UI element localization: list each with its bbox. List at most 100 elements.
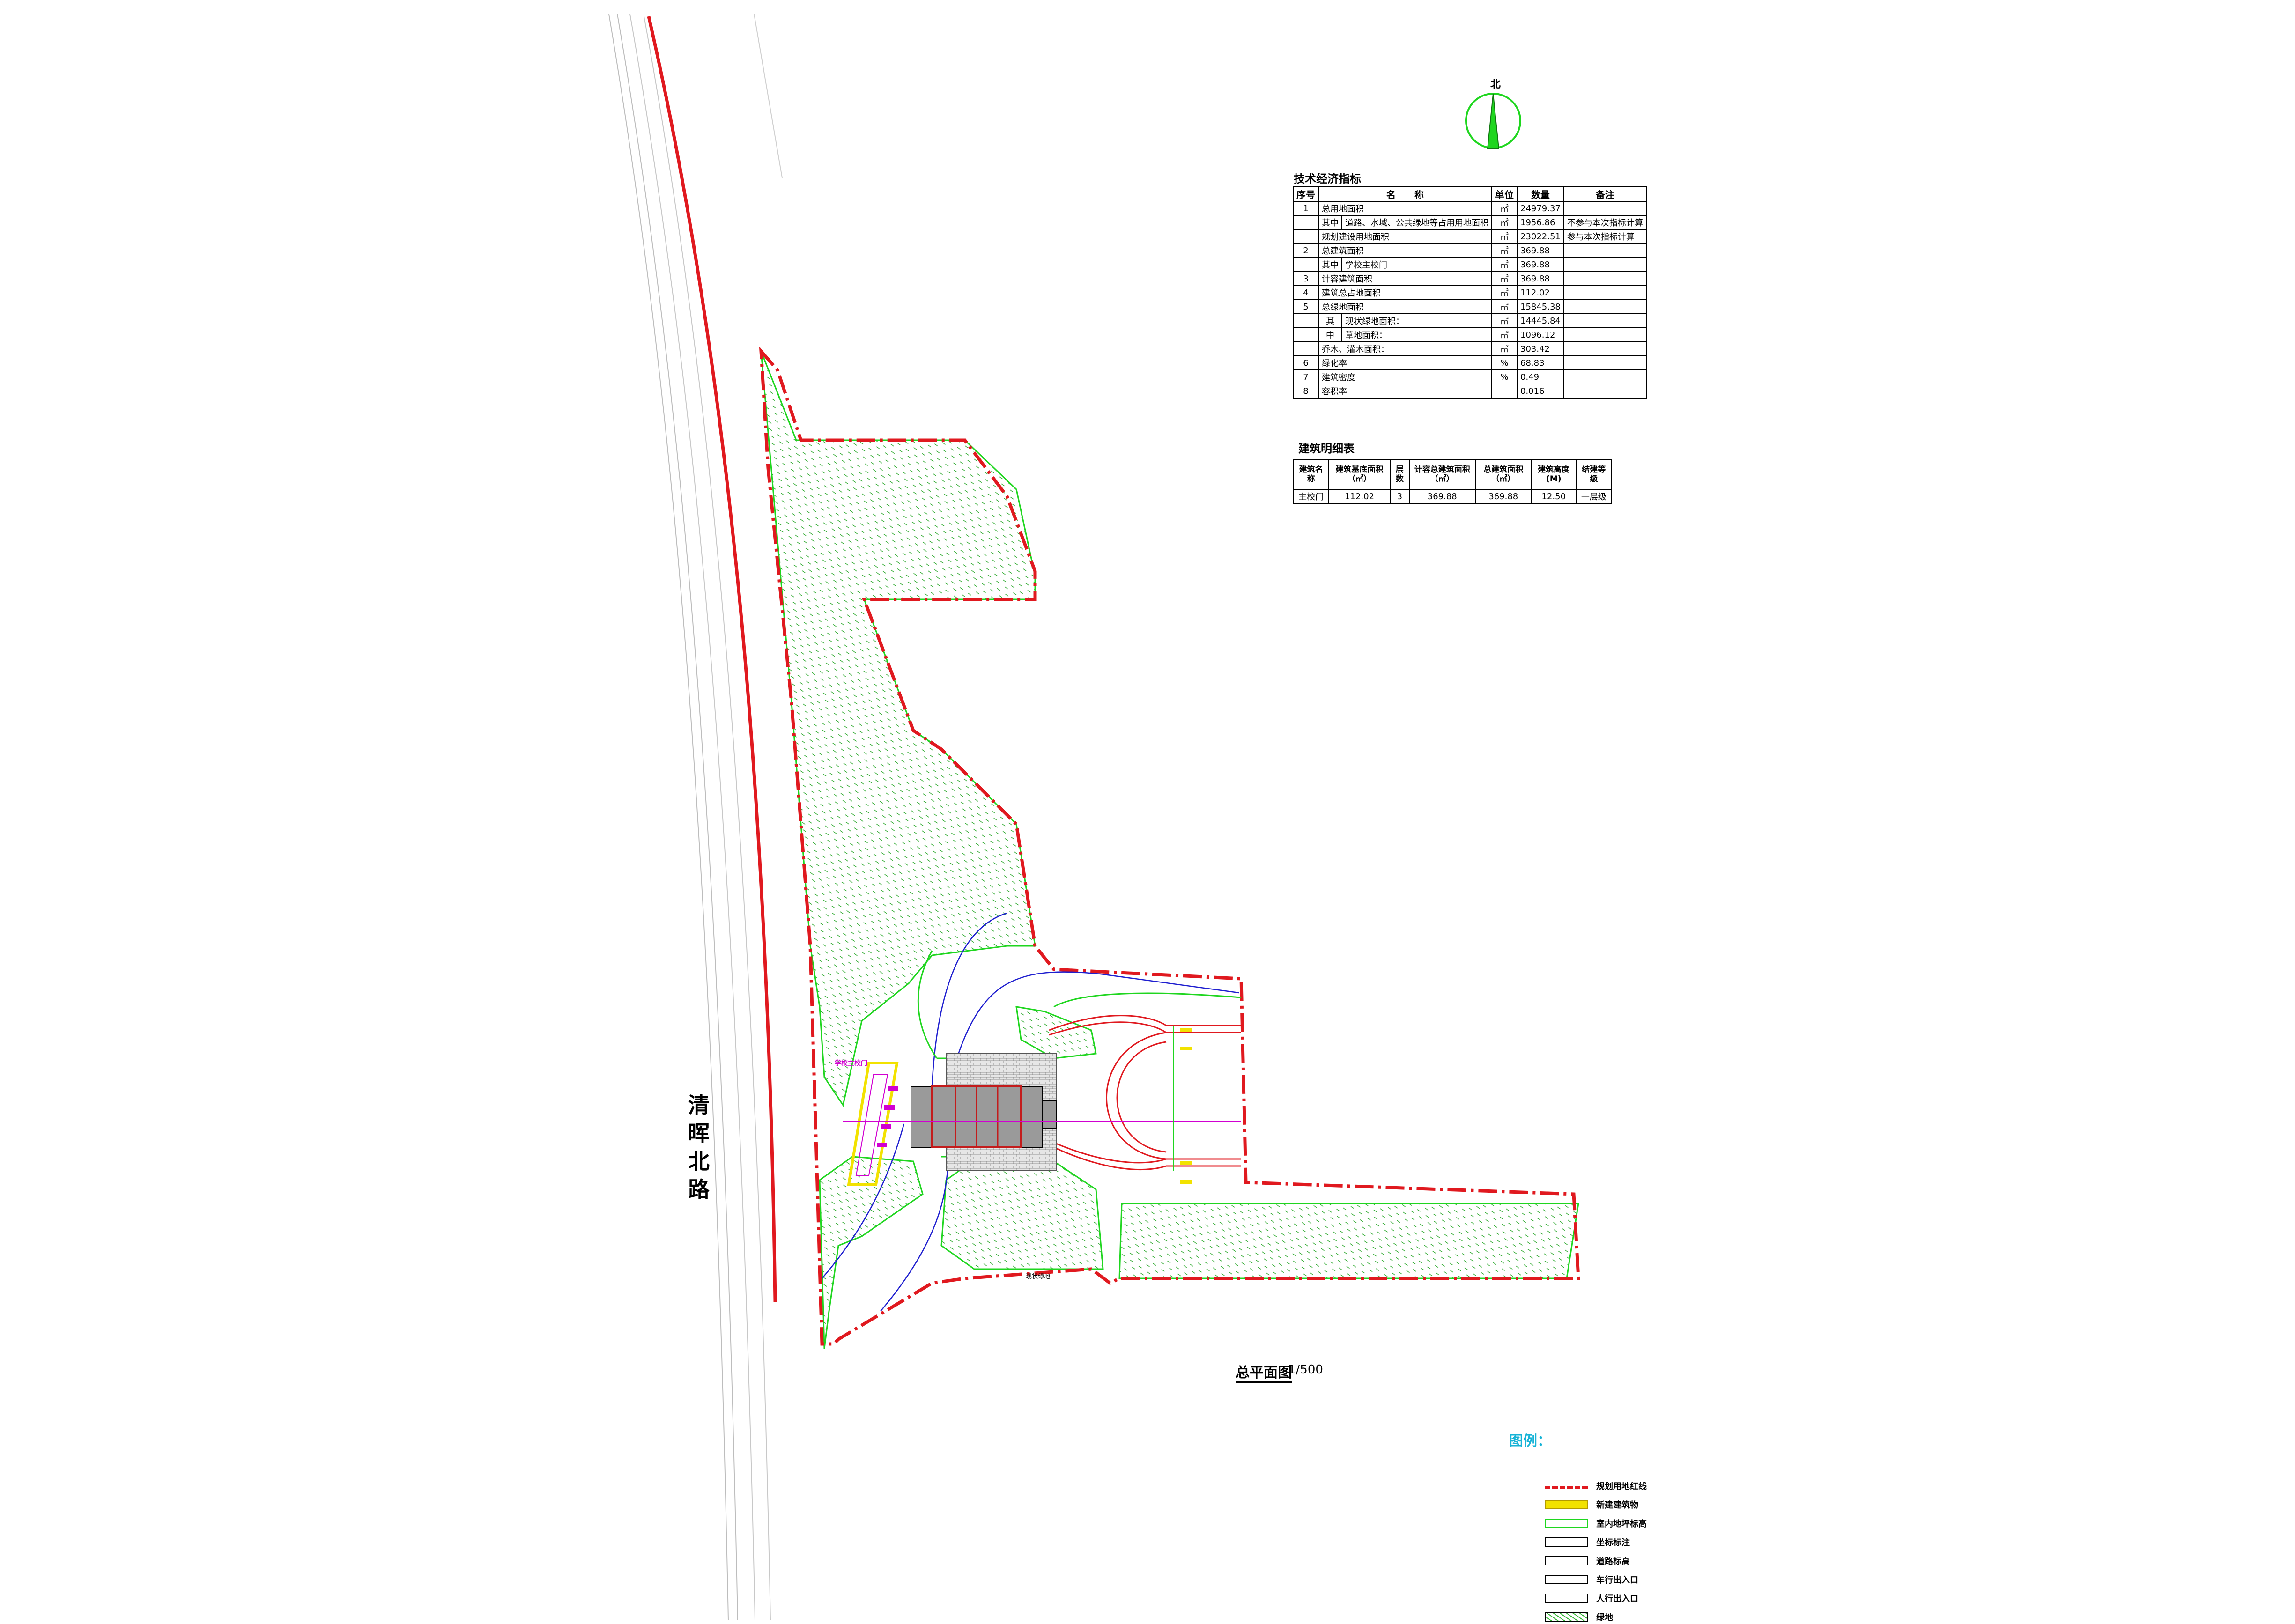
table-cell: ㎡: [1491, 271, 1518, 286]
legend-item: 绿地: [1545, 1610, 1613, 1624]
table-cell: 不参与本次指标计算: [1563, 215, 1647, 230]
red-dashed-line-icon: [1545, 1486, 1588, 1489]
legend-label: 车行出入口: [1596, 1575, 1638, 1585]
table-cell: ㎡: [1491, 313, 1518, 328]
building-table-title: 建筑明细表: [1298, 442, 1355, 455]
vehicle-entrance-icon: [1545, 1575, 1588, 1584]
table-cell: 15845.38: [1517, 299, 1564, 314]
table-cell: 总建筑面积（㎡）: [1474, 459, 1532, 490]
yellow-building-icon: [1545, 1500, 1588, 1509]
table-cell: [1563, 327, 1647, 342]
table-cell: 总用地面积: [1318, 201, 1492, 216]
legend-label: 绿地: [1596, 1613, 1613, 1623]
table-cell: 369.88: [1517, 243, 1564, 258]
table-cell: ㎡: [1491, 257, 1518, 272]
table-cell: 303.42: [1517, 341, 1564, 356]
table-cell: 参与本次指标计算: [1563, 229, 1647, 244]
table-cell: 绿化率: [1318, 355, 1492, 370]
table-cell: 24979.37: [1517, 201, 1564, 216]
table-cell: 容积率: [1318, 384, 1492, 399]
plan-scale: 1/500: [1288, 1363, 1323, 1377]
legend-label: 人行出入口: [1596, 1594, 1638, 1604]
table-header-row: 建筑名称建筑基底面积（㎡）层数计容总建筑面积（㎡）总建筑面积（㎡）建筑高度(M)…: [1292, 459, 1613, 490]
road-marks: [1180, 1028, 1192, 1184]
legend-label: 规划用地红线: [1596, 1482, 1647, 1491]
table-cell: [1293, 341, 1319, 356]
table-cell: 计容建筑面积: [1318, 271, 1492, 286]
table-cell: 规划建设用地面积: [1318, 229, 1492, 244]
table-cell: 1: [1293, 201, 1319, 216]
table-cell: ㎡: [1491, 341, 1518, 356]
table-cell: [1563, 257, 1647, 272]
table-cell: 建筑高度(M): [1531, 459, 1577, 490]
table-cell: 6: [1293, 355, 1319, 370]
pedestrian-entrance-icon: [1545, 1594, 1588, 1603]
table-cell: 总绿地面积: [1318, 299, 1492, 314]
table-cell: 4: [1293, 285, 1319, 300]
table-cell: 建筑密度: [1318, 369, 1492, 384]
green-hatch-icon: [1545, 1612, 1588, 1622]
table-cell: 369.88: [1517, 271, 1564, 286]
table-cell: [1563, 271, 1647, 286]
legend-item: 新建建筑物: [1545, 1498, 1638, 1512]
table-cell: 8: [1293, 384, 1319, 399]
internal-roads: [1049, 1015, 1241, 1171]
table-header-cell: 备注: [1563, 186, 1647, 202]
legend-item: 坐标标注: [1545, 1535, 1630, 1549]
table-cell: [1563, 243, 1647, 258]
new-building-outline: [847, 1062, 899, 1186]
table-header-cell: 名 称: [1318, 186, 1492, 202]
table-cell: 现状绿地面积：: [1341, 313, 1492, 328]
table-cell: 369.88: [1517, 257, 1564, 272]
north-arrow-icon: [1465, 93, 1521, 149]
road-name-label: 清晖北路: [688, 1093, 710, 1202]
table-cell: 369.88: [1408, 489, 1476, 504]
table-cell: ㎡: [1491, 243, 1518, 258]
legend-label: 室内地坪标高: [1596, 1519, 1647, 1529]
table-header-cell: 序号: [1293, 186, 1319, 202]
table-cell: 112.02: [1517, 285, 1564, 300]
table-cell: 草地面积：: [1341, 327, 1492, 342]
table-header-cell: 单位: [1491, 186, 1518, 202]
table-cell: 其中: [1318, 257, 1342, 272]
legend-label: 坐标标注: [1596, 1538, 1630, 1548]
table-cell: 5: [1293, 299, 1319, 314]
table-cell: ㎡: [1491, 229, 1518, 244]
table-cell: [1293, 215, 1319, 230]
table-cell: 计容总建筑面积（㎡）: [1408, 459, 1476, 490]
table-cell: [1563, 355, 1647, 370]
green-elevation-icon: [1545, 1519, 1588, 1528]
table-cell: ㎡: [1491, 327, 1518, 342]
table-cell: 其: [1318, 313, 1342, 328]
table-cell: 主校门: [1292, 489, 1330, 504]
table-cell: 0.016: [1517, 384, 1564, 399]
table-cell: 建筑总占地面积: [1318, 285, 1492, 300]
table-cell: 总建筑面积: [1318, 243, 1492, 258]
legend-title: 图例：: [1509, 1433, 1551, 1449]
building-detail-table: 建筑名称建筑基底面积（㎡）层数计容总建筑面积（㎡）总建筑面积（㎡）建筑高度(M)…: [1292, 459, 1613, 504]
table-cell: [1563, 285, 1647, 300]
road-lines: [608, 14, 783, 1620]
table-cell: [1563, 299, 1647, 314]
table-cell: [1293, 229, 1319, 244]
table-cell: [1293, 257, 1319, 272]
table-cell: [1563, 341, 1647, 356]
table-cell: 12.50: [1531, 489, 1577, 504]
table-cell: 7: [1293, 369, 1319, 384]
north-label: 北: [1490, 79, 1501, 90]
plan-title: 总平面图: [1236, 1361, 1292, 1383]
table-cell: 层数: [1389, 459, 1410, 490]
table-cell: 1096.12: [1517, 327, 1564, 342]
road-elevation-icon: [1545, 1556, 1588, 1565]
table-cell: [1293, 327, 1319, 342]
table-cell: [1563, 369, 1647, 384]
